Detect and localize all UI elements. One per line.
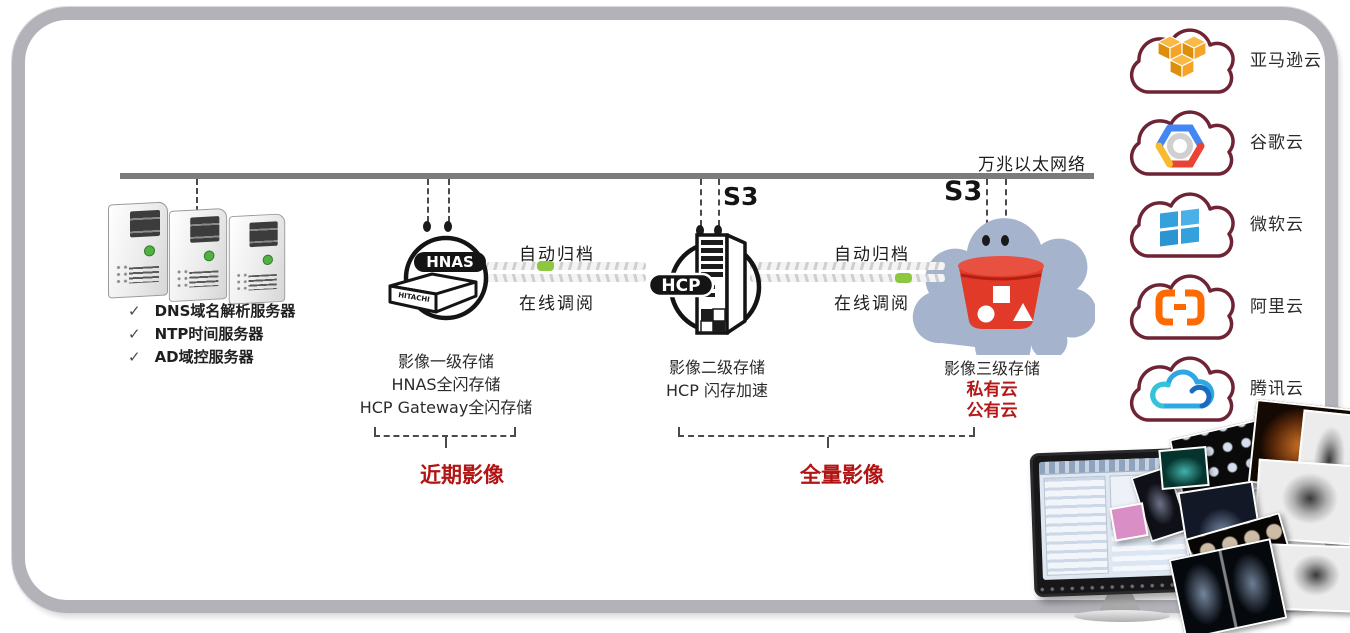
rounded-frame [12, 7, 1338, 613]
cloud-provider-google: 谷歌云 [1118, 102, 1348, 184]
tier2-line: HCP 闪存加速 [666, 381, 768, 400]
tencent-logo-icon [1150, 369, 1215, 409]
checklist-label: NTP时间服务器 [154, 325, 264, 343]
tier2-line: 影像二级存储 [668, 358, 765, 377]
cloud-provider-label: 微软云 [1250, 215, 1304, 235]
server-tower-2 [168, 207, 228, 303]
tier3-text: 影像三级存储 私有云 公有云 [882, 357, 1102, 422]
infra-checklist: ✓ DNS域名解析服务器 ✓ NTP时间服务器 ✓ AD域控服务器 [128, 299, 295, 368]
drive-bays-icon [190, 216, 220, 243]
flow-label-archive-2: 自动归档 [834, 245, 910, 265]
hnas-connector-dot-1 [423, 221, 431, 232]
full-images-brace [678, 427, 975, 449]
checklist-label: AD域控服务器 [154, 348, 254, 366]
full-images-label: 全量影像 [800, 463, 884, 487]
recent-images-brace [374, 427, 516, 449]
hcp-connector-dot-2 [714, 225, 722, 236]
medical-image-tile [1109, 502, 1149, 542]
server-drop-line [196, 179, 198, 212]
tier1-line: HCP Gateway全闪存储 [359, 398, 533, 417]
list-item: ✓ NTP时间服务器 [128, 322, 295, 345]
tier3-red-line: 公有云 [966, 401, 1018, 421]
alibaba-cloud-icon [1129, 274, 1235, 340]
list-item: ✓ DNS域名解析服务器 [128, 299, 295, 322]
pacs-form-panel [1043, 475, 1109, 576]
s3-label-hcp: S3 [723, 182, 759, 211]
tier3-title: 影像三级存储 [943, 359, 1040, 378]
hcp-drop-line-2 [718, 179, 720, 226]
hnas-connector-dot-2 [444, 221, 452, 232]
power-led [203, 250, 215, 262]
medical-image-tile [1158, 445, 1210, 491]
windows-flag-icon [1160, 208, 1199, 247]
check-icon: ✓ [128, 324, 141, 343]
cloud-provider-label: 亚马逊云 [1250, 51, 1322, 71]
retrieve-flow-band-1 [486, 274, 646, 282]
list-item: ✓ AD域控服务器 [128, 345, 295, 368]
flow-marker-green [537, 261, 554, 271]
tencent-cloud-icon [1129, 356, 1235, 422]
flow-marker-green [895, 273, 912, 283]
recent-images-label: 近期影像 [420, 463, 504, 487]
hcp-drop-line-1 [700, 179, 702, 226]
hnas-device-label: HNAS [426, 253, 474, 271]
tier1-text: 影像一级存储 HNAS全闪存储 HCP Gateway全闪存储 [336, 350, 556, 419]
vent-holes [235, 271, 250, 291]
checklist-label: DNS域名解析服务器 [154, 302, 296, 320]
server-tower-1 [108, 201, 168, 299]
hcp-connector-dot-1 [696, 225, 704, 236]
s3-label-bucket: S3 [944, 176, 983, 207]
hnas-drop-line-2 [448, 179, 450, 222]
alibaba-brackets-icon [1155, 289, 1205, 326]
cloud-provider-aws: 亚马逊云 [1118, 20, 1348, 102]
network-label: 万兆以太网络 [978, 155, 1086, 175]
cloud-provider-label: 阿里云 [1250, 297, 1304, 317]
drive-bays-icon [249, 221, 278, 248]
vent-grille [189, 270, 219, 288]
hnas-drop-line-1 [427, 179, 429, 222]
check-icon: ✓ [128, 301, 141, 320]
vent-grille [129, 265, 159, 284]
bucket-drop-line-2 [1005, 179, 1007, 236]
vent-holes [175, 268, 191, 288]
flow-label-retrieve-1: 在线调阅 [519, 294, 595, 314]
power-led [144, 245, 155, 257]
archive-flow-band-2 [750, 262, 945, 270]
monitor-base [1074, 610, 1170, 622]
tier1-line: 影像一级存储 [397, 352, 494, 371]
cloud-provider-alibaba: 阿里云 [1118, 266, 1348, 348]
tier3-red-line: 私有云 [966, 380, 1018, 400]
hcp-device-label: HCP [661, 276, 700, 296]
cloud-provider-label: 腾讯云 [1250, 379, 1304, 399]
google-cloud-icon [1129, 110, 1235, 176]
archive-flow-band-1 [486, 261, 646, 271]
tier1-line: HNAS全闪存储 [391, 375, 501, 394]
power-led [262, 254, 273, 266]
drive-bays-icon [130, 209, 160, 238]
server-tower-3 [228, 213, 286, 305]
check-icon: ✓ [128, 347, 141, 366]
flow-label-retrieve-2: 在线调阅 [834, 294, 910, 314]
tier2-text: 影像二级存储 HCP 闪存加速 [607, 356, 827, 402]
aws-cloud-icon [1129, 28, 1235, 94]
aws-icon [1156, 35, 1208, 79]
bucket-drop-line-1 [986, 179, 988, 236]
flow-label-archive-1: 自动归档 [519, 245, 595, 265]
bucket-connector-dot-1 [982, 235, 990, 246]
vent-holes [115, 263, 130, 284]
vent-grille [248, 273, 277, 291]
hcp-device-icon: HCP [647, 233, 762, 335]
cloud-provider-label: 谷歌云 [1250, 133, 1304, 153]
bucket-connector-dot-2 [1001, 235, 1009, 246]
microsoft-cloud-icon [1129, 192, 1235, 258]
retrieve-flow-band-2 [750, 273, 945, 283]
ethernet-bus-line [120, 173, 1094, 179]
hnas-device-icon: HITACHI HNAS [388, 235, 489, 321]
cloud-provider-microsoft: 微软云 [1118, 184, 1348, 266]
bucket-cloud-icon [912, 218, 1095, 355]
cloud-provider-tencent: 腾讯云 [1118, 348, 1348, 430]
